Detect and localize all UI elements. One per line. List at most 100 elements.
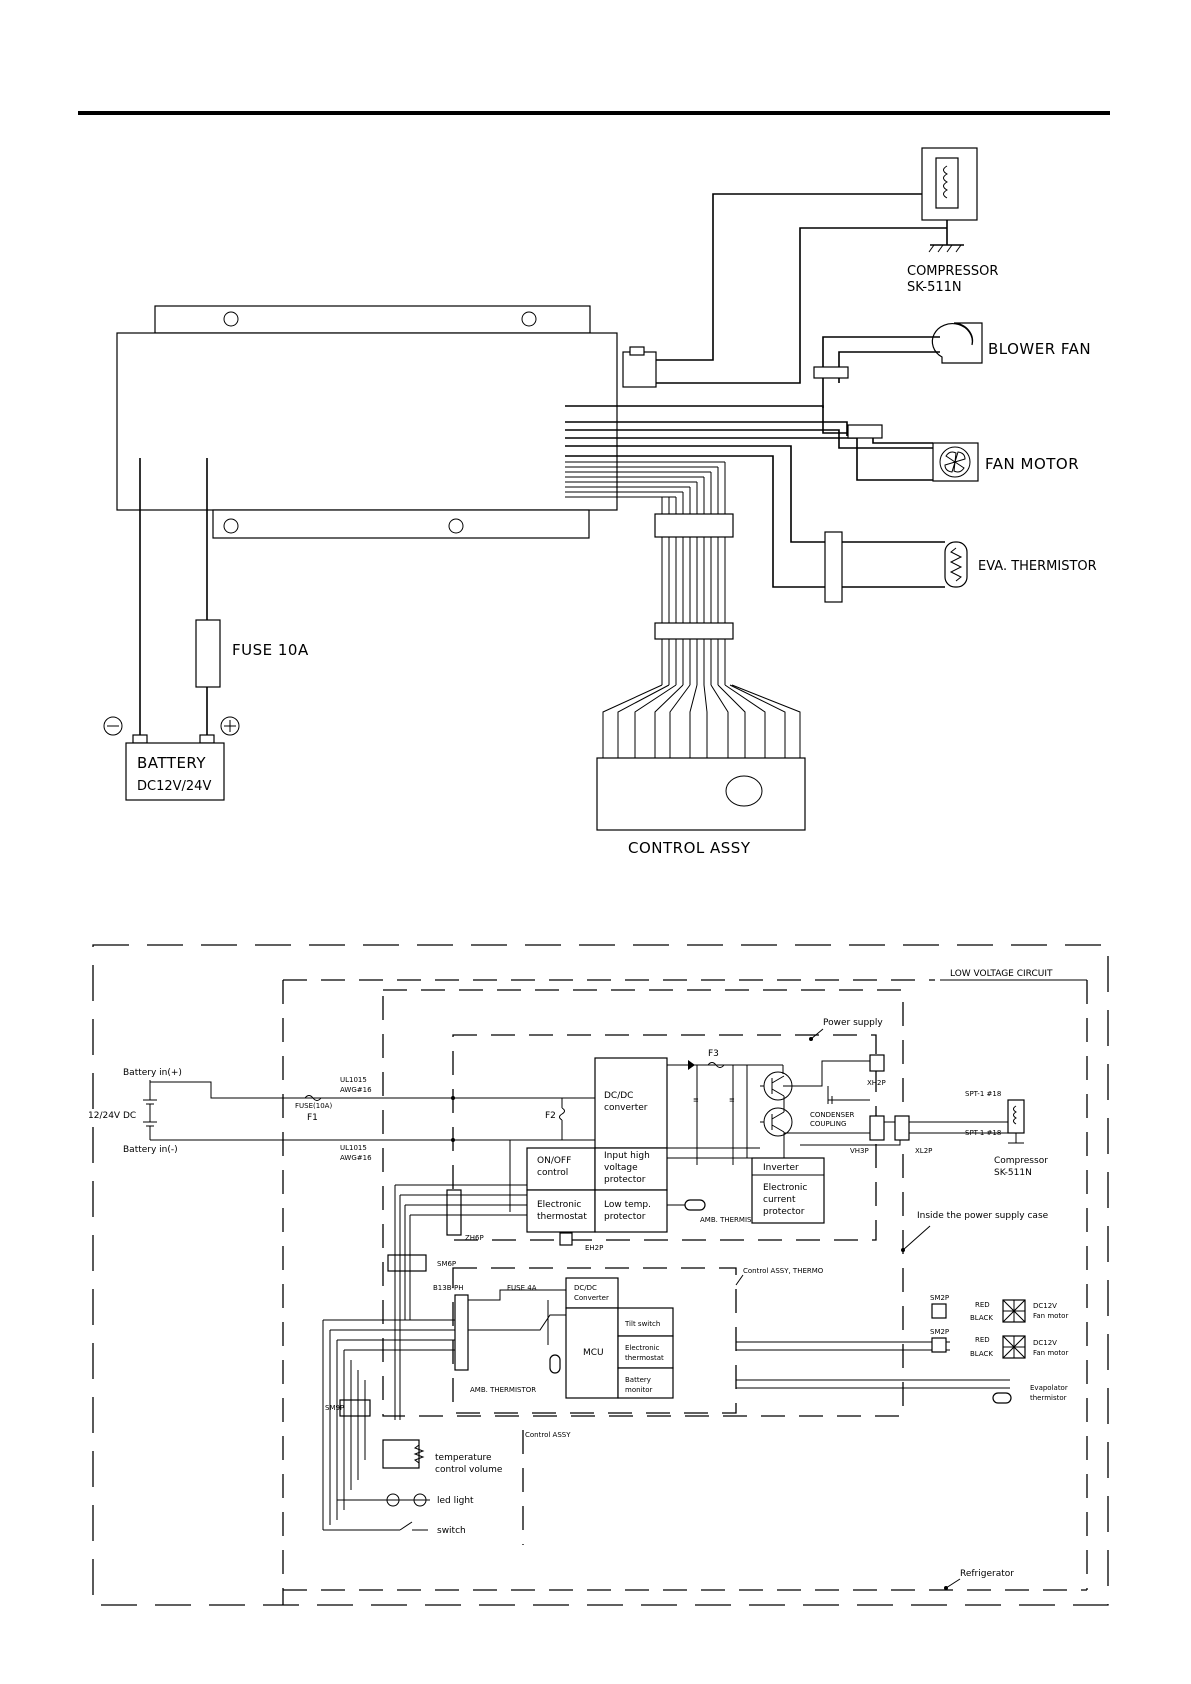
amb-thermistor-1-label: AMB. THERMISTOR [700, 1216, 766, 1224]
transistor-2 [763, 1107, 793, 1137]
fuse-label: FUSE 10A [232, 641, 309, 659]
compressor-model: SK-511N [907, 280, 962, 295]
vh3p-label: VH3P [850, 1147, 869, 1155]
sm2p-1-label: SM2P [930, 1294, 949, 1302]
fuse-schematic-label: FUSE(10A) [295, 1102, 332, 1110]
fan-1-label-2: Fan motor [1033, 1312, 1068, 1320]
battery-monitor-2: monitor [625, 1386, 653, 1394]
wire-bottom-2: AWG#16 [340, 1154, 372, 1162]
battery-positive-terminal [220, 716, 240, 736]
input-high-label-2: voltage [604, 1163, 638, 1173]
dc-input-label: 12/24V DC [88, 1111, 136, 1121]
compressor-label: COMPRESSOR [907, 264, 998, 279]
inverter-label: Inverter [763, 1163, 799, 1173]
red-2-label: RED [975, 1336, 990, 1344]
tilt-switch-label: Tilt switch [624, 1320, 660, 1328]
xh2p-label: XH2P [867, 1079, 886, 1087]
mcu-dcdc-2: Converter [574, 1294, 609, 1302]
power-supply-dashed [452, 1034, 877, 1241]
blower-fan: BLOWER FAN [931, 322, 1091, 364]
current-protector-1: Electronic [763, 1183, 807, 1193]
battery-in-neg-label: Battery in(-) [123, 1145, 178, 1155]
wire-top-2: AWG#16 [340, 1086, 372, 1094]
dcdc-label-1: DC/DC [604, 1091, 633, 1101]
battery-in-pos-label: Battery in(+) [123, 1068, 182, 1078]
mcu-dcdc-1: DC/DC [574, 1284, 597, 1292]
black-2-label: BLACK [970, 1350, 993, 1358]
fuse-4a-label: FUSE 4A [507, 1284, 537, 1292]
temp-volume-2: control volume [435, 1465, 503, 1475]
control-harness [565, 461, 801, 758]
fuse-10a [195, 619, 221, 688]
fan-2-label-2: Fan motor [1033, 1349, 1068, 1357]
zh6p-label: ZH6P [465, 1234, 484, 1242]
wiring-diagram: COMPRESSOR SK-511N BLOWER FAN FAN MOTOR [103, 147, 1097, 857]
led-light-label: led light [437, 1496, 474, 1506]
control-assy: CONTROL ASSY [596, 757, 806, 857]
evap-label-1: Evapolator [1030, 1384, 1068, 1392]
compressor-sch-label-2: SK-511N [994, 1168, 1032, 1178]
battery-voltage: DC12V/24V [137, 779, 211, 794]
b13b-label: B13B-PH [433, 1284, 464, 1292]
on-off-label-2: control [537, 1168, 568, 1178]
eva-thermistor: EVA. THERMISTOR [944, 541, 1097, 588]
on-off-label-1: ON/OFF [537, 1156, 571, 1166]
power-board: DC/DC converter ON/OFF control Input hig… [526, 1057, 668, 1233]
cap-mark-2: ≡ [729, 1096, 735, 1104]
sm9p-label: SM9P [325, 1404, 344, 1412]
fan-motor-1 [1002, 1299, 1026, 1323]
power-supply-case-boundary [382, 989, 904, 1417]
black-1-label: BLACK [970, 1314, 993, 1322]
f3-label: F3 [708, 1049, 719, 1059]
refrigerator-boundary [92, 944, 1109, 1606]
compressor-sch-label-1: Compressor [994, 1156, 1048, 1166]
diode [688, 1060, 695, 1070]
power-supply-label: Power supply [823, 1018, 883, 1028]
refrigerator-label: Refrigerator [960, 1569, 1014, 1579]
compressor-schematic [1007, 1099, 1025, 1134]
cap-mark-1: ≡ [693, 1096, 699, 1104]
switch-label: switch [437, 1526, 466, 1536]
evap-label-2: thermistor [1030, 1394, 1067, 1402]
condenser-label-2: COUPLING [810, 1120, 846, 1128]
blower-fan-label: BLOWER FAN [988, 340, 1091, 358]
xl2p-label: XL2P [915, 1147, 932, 1155]
fan-motor-label: FAN MOTOR [985, 455, 1079, 473]
circuit-schematic: LOW VOLTAGE CIRCUIT Power supply Battery… [88, 944, 1109, 1606]
eh2p-label: EH2P [585, 1244, 603, 1252]
sm2p-2-label: SM2P [930, 1328, 949, 1336]
low-temp-label-1: Low temp. [604, 1200, 651, 1210]
dcdc-label-2: converter [604, 1103, 648, 1113]
battery: BATTERY DC12V/24V [103, 716, 240, 801]
low-voltage-label: LOW VOLTAGE CIRCUIT [950, 969, 1053, 979]
red-1-label: RED [975, 1301, 990, 1309]
spt-bottom-label: SPT-1 #18 [965, 1129, 1001, 1137]
sm6p-label: SM6P [437, 1260, 456, 1268]
current-protector-2: current [763, 1195, 796, 1205]
control-assy-label: CONTROL ASSY [628, 839, 751, 857]
fan-2-label-1: DC12V [1033, 1339, 1057, 1347]
compressor: COMPRESSOR SK-511N [907, 147, 998, 295]
input-high-label-3: protector [604, 1175, 646, 1185]
mcu-label: MCU [583, 1348, 604, 1358]
temp-volume-1: temperature [435, 1453, 492, 1463]
fan-motor-2 [1002, 1335, 1026, 1359]
amb-thermistor-2-label: AMB. THERMISTOR [470, 1386, 536, 1394]
control-assy-sch-label: Control ASSY [525, 1431, 571, 1439]
current-protector-3: protector [763, 1207, 805, 1217]
power-supply-unit [116, 305, 657, 539]
eva-thermistor-label: EVA. THERMISTOR [978, 559, 1097, 574]
spt-top-label: SPT-1 #18 [965, 1090, 1001, 1098]
thermostat-label-1: Electronic [537, 1200, 581, 1210]
condenser-label-1: CONDENSER [810, 1111, 855, 1119]
battery-negative-terminal [103, 716, 123, 736]
battery-monitor-1: Battery [625, 1376, 651, 1384]
mcu-thermostat-1: Electronic [625, 1344, 660, 1352]
f1-label: F1 [307, 1113, 318, 1123]
input-high-label-1: Input high [604, 1151, 650, 1161]
f2-label: F2 [545, 1111, 556, 1121]
battery-label: BATTERY [137, 754, 206, 772]
wire-bottom-1: UL1015 [340, 1144, 367, 1152]
fan-motor: FAN MOTOR [932, 442, 1079, 482]
